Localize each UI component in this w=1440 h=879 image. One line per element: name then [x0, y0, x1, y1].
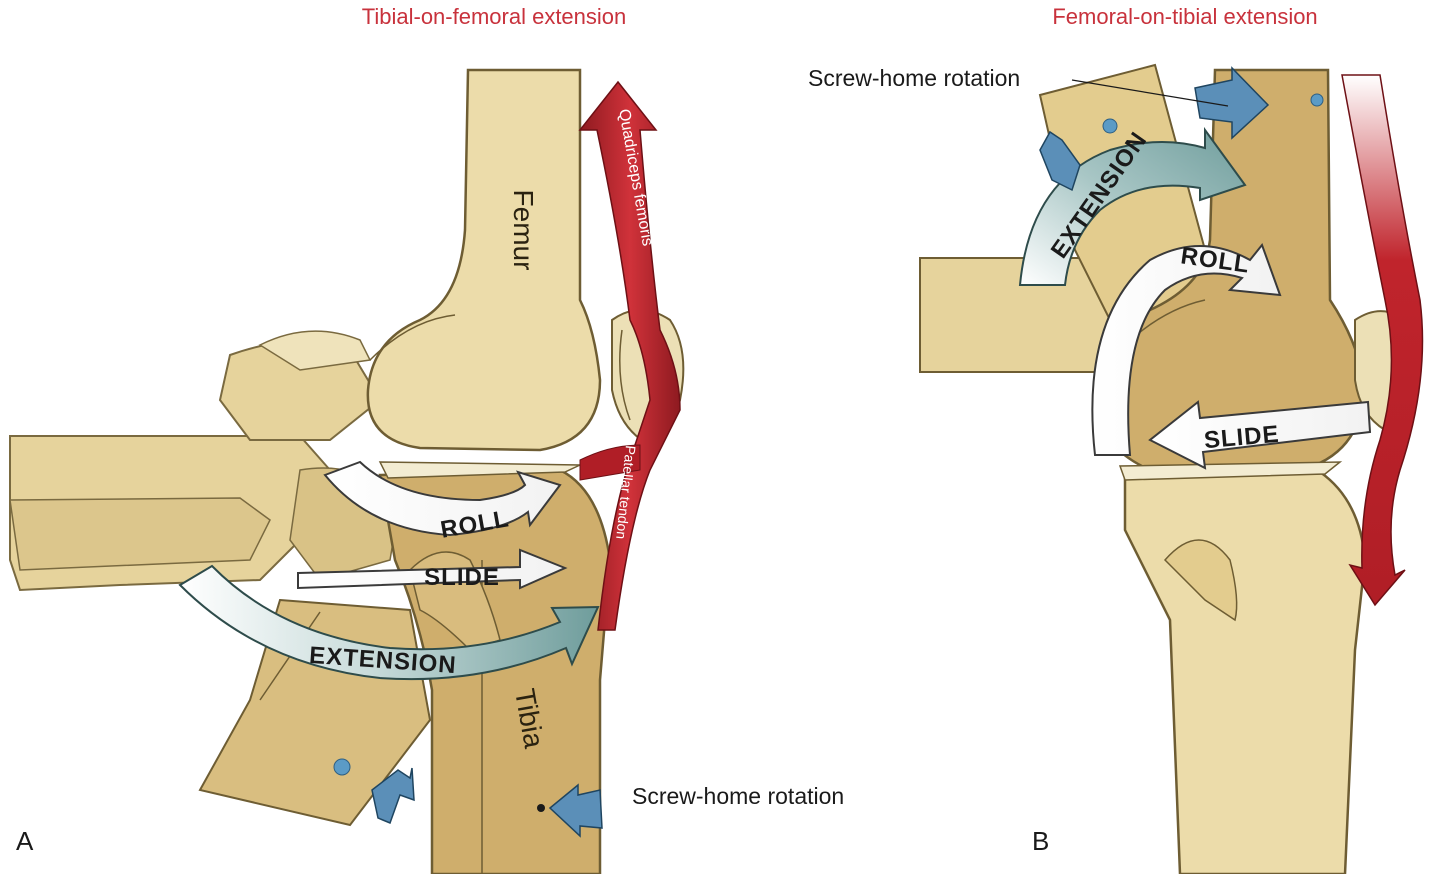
panel-a: Tibial-on-femoral extension Femur Tibia [9, 4, 844, 876]
roll-arrow-b [1091, 242, 1282, 456]
quadriceps-arrow [578, 80, 681, 631]
slide-label: SLIDE [424, 564, 500, 591]
slide-arrow [297, 548, 568, 590]
rotation-icon-leg [371, 767, 415, 824]
panel-b-title: Femoral-on-tibial extension [1052, 4, 1317, 29]
quadriceps-b [1341, 74, 1424, 607]
panel-b-letter: B [1032, 826, 1049, 856]
slide-arrow-b [1148, 400, 1372, 470]
rotation-icon-b-ghost [1039, 130, 1081, 192]
tibia-b [1123, 470, 1367, 876]
panel-a-title: Tibial-on-femoral extension [362, 4, 627, 29]
extension-arrow [178, 564, 600, 681]
panel-b: Femoral-on-tibial extension EXTENSION RO… [808, 4, 1424, 876]
roll-arrow [323, 460, 562, 537]
meniscus-b [1118, 461, 1343, 481]
axis-dot [333, 758, 351, 776]
rotation-icon-b-femur [1194, 66, 1270, 140]
femur-label: Femur [508, 190, 539, 271]
screw-home-label-b: Screw-home rotation [808, 65, 1020, 91]
femur-bone [366, 68, 602, 452]
foot-bones [9, 330, 401, 592]
panel-a-letter: A [16, 826, 34, 856]
screw-home-label-a: Screw-home rotation [632, 783, 844, 809]
rotation-icon-tibia [548, 783, 603, 838]
slide-label-b: SLIDE [1203, 421, 1281, 454]
